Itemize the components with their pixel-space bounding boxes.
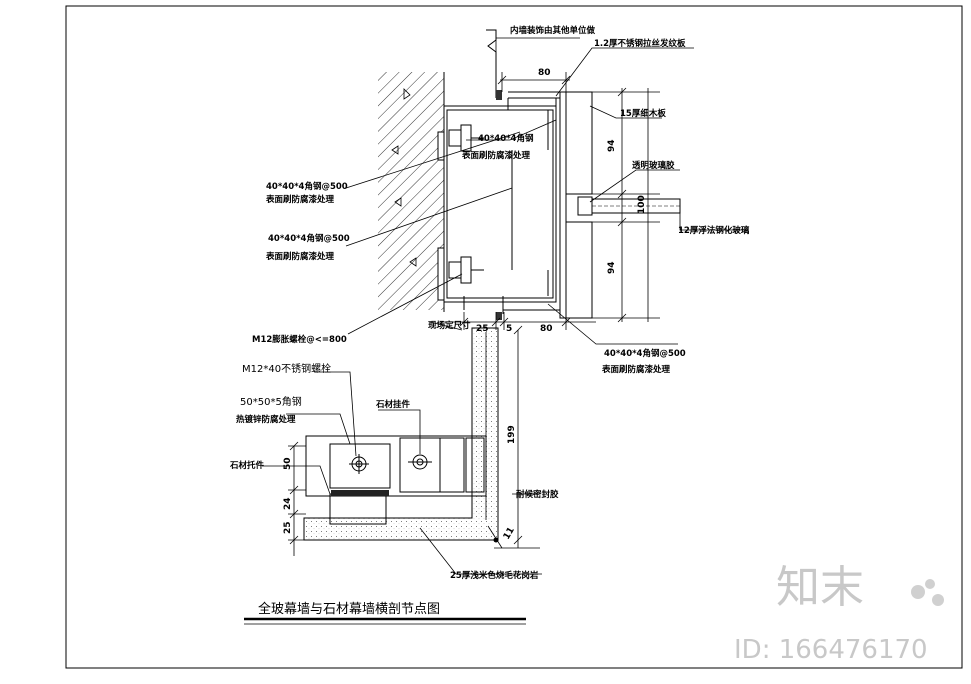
label-inner-wall: 内墙装饰由其他单位做: [510, 25, 596, 36]
corner-dim: [487, 525, 540, 549]
label-angle-50-treat: 热镀锌防腐处理: [236, 414, 296, 425]
label-angle-left1-treat: 表面刷防腐漆处理: [265, 194, 335, 205]
dim-s24: 24: [283, 497, 293, 510]
hanger-bolt-icon: [408, 454, 432, 470]
label-angle-inner-treat: 表面刷防腐漆处理: [461, 150, 531, 161]
label-angle-inner: 40*40*4角钢: [478, 133, 534, 144]
label-glue: 透明玻璃胶: [632, 160, 675, 171]
concrete-wall: [378, 72, 445, 312]
stone-anchor-assembly: [305, 435, 487, 525]
inner-wall-seal: [496, 90, 502, 100]
drawing-title: 全玻幕墙与石材幕墙横剖节点图: [258, 601, 440, 617]
label-site-dim: 现场定尺寸: [428, 320, 471, 331]
label-angle-bottom-treat: 表面刷防腐漆处理: [601, 364, 671, 375]
label-bolt-ss: M12*40不锈钢螺栓: [242, 362, 331, 375]
glass-pane: [577, 196, 681, 216]
watermark-id: ID: 166476170: [734, 635, 928, 665]
dim-top-80: 80: [538, 68, 551, 78]
stone-bracket-fill: [331, 490, 389, 496]
label-angle-left1: 40*40*4角钢@500: [266, 181, 348, 192]
right-dimension-lines: [590, 87, 660, 323]
label-ss-plate: 1.2厚不锈钢拉丝发纹板: [594, 38, 686, 49]
label-glass: 12厚浮法钢化玻璃: [678, 225, 750, 236]
plate-seal-bottom: [496, 312, 502, 320]
sealant-dot: [493, 537, 499, 543]
dim-s50: 50: [283, 457, 293, 470]
dim-b5: 5: [506, 324, 512, 334]
dim-b25: 25: [476, 324, 489, 334]
label-angle-bottom: 40*40*4角钢@500: [604, 348, 686, 359]
leader-lines: [262, 37, 748, 575]
drawing-frame: [65, 5, 963, 669]
label-angle-left2: 40*40*4角钢@500: [268, 233, 350, 244]
stainless-plate: [559, 91, 567, 319]
dim-s25: 25: [283, 521, 293, 534]
dim-v100: 100: [637, 195, 647, 214]
granite-panel: [303, 327, 499, 541]
stone-left-dims: [288, 441, 306, 556]
watermark-logo-icon: [911, 579, 944, 606]
dim-v94-bottom: 94: [607, 261, 617, 274]
label-stone-bracket: 石材托件: [229, 460, 265, 471]
ss-bolt-icon: [349, 454, 369, 474]
dim-b80: 80: [540, 324, 553, 334]
label-granite: 25厚浅米色烧毛花岗岩: [450, 570, 539, 581]
label-bolt-m12: M12膨胀螺栓@<=800: [252, 334, 347, 345]
bolt-bottom: [448, 256, 484, 284]
bolt-top: [448, 124, 484, 152]
wood-board-lower: [565, 221, 593, 319]
dim-199: [513, 325, 523, 548]
label-sealant: 耐候密封胶: [516, 489, 559, 500]
dim-v199: 199: [507, 425, 517, 444]
watermark-logo-text: 知末: [776, 562, 864, 613]
dim-v94-top: 94: [607, 139, 617, 152]
label-angle-50: 50*50*5角钢: [240, 395, 302, 408]
dim-s11: 11: [502, 526, 517, 542]
label-wood-board: 15厚细木板: [620, 108, 666, 119]
wood-board: [565, 91, 593, 195]
label-angle-left2-treat: 表面刷防腐漆处理: [265, 251, 335, 262]
top-dimension: [497, 72, 571, 92]
inner-wall-break-line: [486, 29, 497, 98]
label-stone-hanger: 石材挂件: [375, 399, 411, 410]
